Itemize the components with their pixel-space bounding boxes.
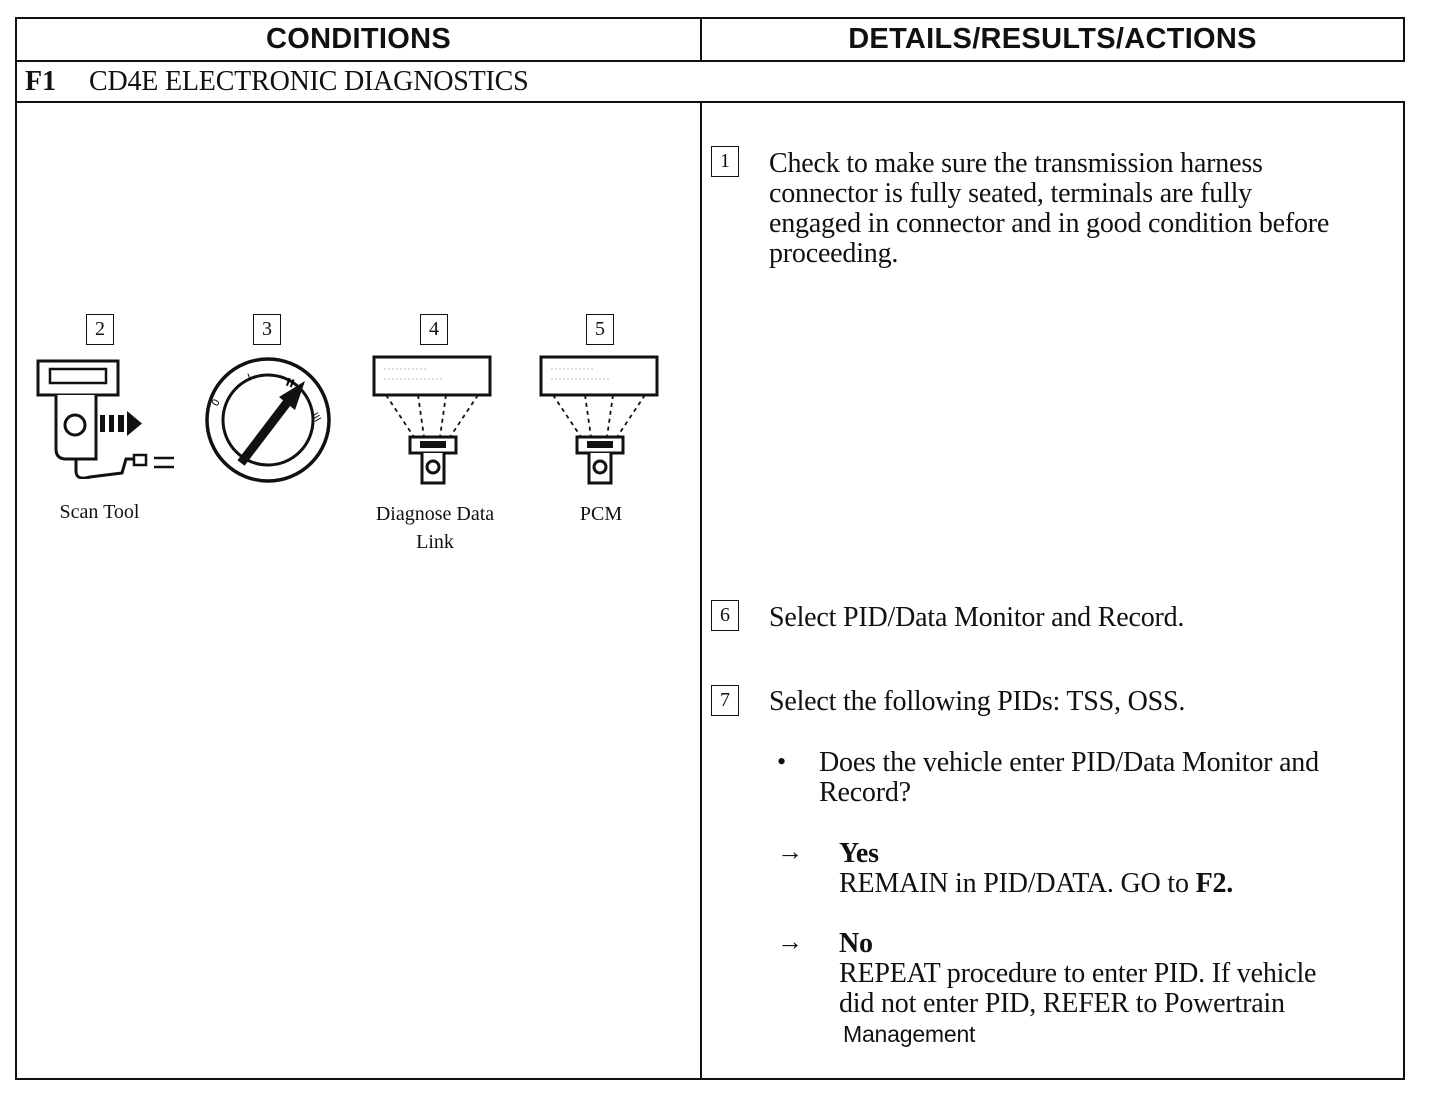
- step-7-text: Select the following PIDs: TSS, OSS.: [769, 686, 1186, 717]
- conditions-header: CONDITIONS: [17, 19, 700, 62]
- step-4-box: 4: [420, 314, 448, 345]
- no-action-line-2: did not enter PID, REFER to Powertrain: [839, 988, 1285, 1019]
- data-link-caption-line2: Link: [416, 531, 454, 553]
- ignition-key-icon: 0 I II III: [205, 357, 331, 483]
- pcm-caption: PCM: [579, 503, 623, 525]
- dial-label-I: I: [246, 372, 253, 383]
- column-divider: [700, 102, 702, 1080]
- no-label: No: [839, 928, 873, 959]
- step-2-box: 2: [86, 314, 114, 345]
- step-6-text: Select PID/Data Monitor and Record.: [769, 602, 1185, 633]
- step-7-box: 7: [711, 685, 739, 716]
- diagnostic-table: CONDITIONS DETAILS/RESULTS/ACTIONS F1 CD…: [15, 17, 1405, 1080]
- step-3-box: 3: [253, 314, 281, 345]
- question-text: Does the vehicle enter PID/Data Monitor …: [819, 748, 1394, 808]
- question-line-2: Record?: [819, 777, 911, 808]
- dial-label-0: 0: [210, 397, 223, 408]
- data-link-connector-icon: [372, 355, 492, 485]
- step-1-line-1: Check to make sure the transmission harn…: [769, 148, 1263, 179]
- question-bullet: •: [777, 747, 787, 776]
- yes-arrow-icon: →: [777, 837, 803, 866]
- step-1-line-3: engaged in connector and in good conditi…: [769, 208, 1330, 239]
- step-1-line-2: connector is fully seated, terminals are…: [769, 178, 1252, 209]
- scan-tool-icon: [36, 359, 174, 479]
- pcm-connector-icon: [539, 355, 659, 485]
- section-title: CD4E ELECTRONIC DIAGNOSTICS: [89, 66, 529, 97]
- yes-outcome: Yes REMAIN in PID/DATA. GO to F2.: [839, 839, 1399, 899]
- details-header: DETAILS/RESULTS/ACTIONS: [700, 19, 1405, 62]
- data-link-caption: Diagnose Data Link: [360, 500, 510, 556]
- no-action-line-3: Management: [843, 1021, 976, 1047]
- section-code: F1: [25, 66, 57, 97]
- data-link-caption-line1: Diagnose Data: [375, 503, 495, 525]
- no-arrow-icon: →: [777, 927, 803, 956]
- scan-tool-caption: Scan Tool: [59, 501, 140, 523]
- column-divider-top: [700, 19, 702, 62]
- section-title-row: F1 CD4E ELECTRONIC DIAGNOSTICS: [17, 62, 1405, 103]
- yes-label: Yes: [839, 838, 879, 869]
- step-1-box: 1: [711, 146, 739, 177]
- yes-action: REMAIN in PID/DATA. GO to F2.: [839, 869, 1399, 899]
- no-outcome: No REPEAT procedure to enter PID. If veh…: [839, 929, 1399, 1049]
- no-action-line-1: REPEAT procedure to enter PID. If vehicl…: [839, 958, 1317, 989]
- question-line-1: Does the vehicle enter PID/Data Monitor …: [819, 747, 1319, 778]
- step-1-text: Check to make sure the transmission harn…: [769, 149, 1399, 269]
- step-5-box: 5: [586, 314, 614, 345]
- yes-action-text: REMAIN in PID/DATA. GO to: [839, 868, 1196, 899]
- step-6-box: 6: [711, 600, 739, 631]
- yes-action-ref: F2.: [1195, 868, 1234, 899]
- step-1-line-4: proceeding.: [769, 238, 899, 269]
